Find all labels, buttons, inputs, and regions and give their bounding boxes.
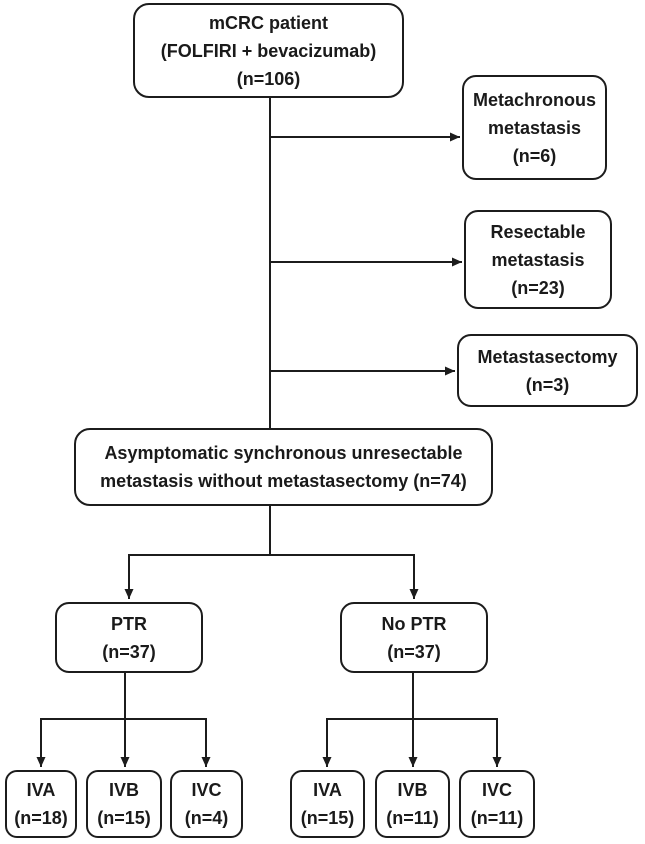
node-text-line: Resectable [490, 221, 586, 242]
node-text-line: metastasis [491, 249, 585, 270]
node-text-line: IVA [26, 780, 56, 800]
node-text-line: metastasis [487, 117, 582, 138]
node-text-line: (n=18) [14, 808, 68, 828]
node-text-line: (n=15) [97, 808, 151, 828]
flow-node-ptr-iva: IVA (n=18) [5, 770, 77, 838]
node-text-line: Asymptomatic synchronous unresectable [104, 443, 463, 463]
node-text-line: (n=11) [386, 808, 439, 828]
node-text-line: (n=37) [102, 641, 156, 662]
node-text-line: IVC [481, 780, 512, 800]
flow-node-no-ptr-iva: IVA (n=15) [290, 770, 365, 838]
node-text-line: Metastasectomy [477, 346, 618, 367]
flow-node-ptr-ivc: IVC (n=4) [170, 770, 243, 838]
node-text-line: (FOLFIRI + bevacizumab) [160, 40, 377, 61]
flow-node-asymptomatic: Asymptomatic synchronous unresectable me… [74, 428, 493, 506]
node-text-line: (n=3) [525, 374, 570, 395]
flow-node-resectable-metastasis: Resectable metastasis (n=23) [464, 210, 612, 309]
flow-node-no-ptr-ivb: IVB (n=11) [375, 770, 450, 838]
flow-node-metachronous-metastasis: Metachronous metastasis (n=6) [462, 75, 607, 180]
flow-node-metastasectomy: Metastasectomy (n=3) [457, 334, 638, 407]
flow-node-ptr-ivb: IVB (n=15) [86, 770, 162, 838]
flow-node-root: mCRC patient (FOLFIRI + bevacizumab) (n=… [133, 3, 404, 98]
node-text-line: (n=6) [512, 145, 557, 166]
node-text-line: (n=37) [387, 641, 441, 662]
node-text-line: IVA [313, 780, 342, 800]
node-text-line: IVC [191, 780, 222, 800]
flow-node-no-ptr: No PTR (n=37) [340, 602, 488, 673]
node-text-line: PTR [111, 613, 147, 634]
node-text-line: No PTR [381, 613, 447, 634]
node-text-line: mCRC patient [208, 12, 328, 33]
node-text-line: (n=4) [184, 808, 229, 828]
node-text-line: Metachronous [472, 89, 596, 110]
node-text-line: (n=23) [511, 277, 565, 298]
node-text-line: (n=11) [470, 808, 524, 828]
flow-node-no-ptr-ivc: IVC (n=11) [459, 770, 535, 838]
node-text-line: (n=106) [236, 68, 301, 89]
node-text-line: metastasis without metastasectomy (n=74) [100, 471, 467, 491]
node-text-line: IVB [397, 780, 428, 800]
flow-node-ptr: PTR (n=37) [55, 602, 203, 673]
node-text-line: (n=15) [300, 808, 355, 828]
node-text-line: IVB [108, 780, 139, 800]
